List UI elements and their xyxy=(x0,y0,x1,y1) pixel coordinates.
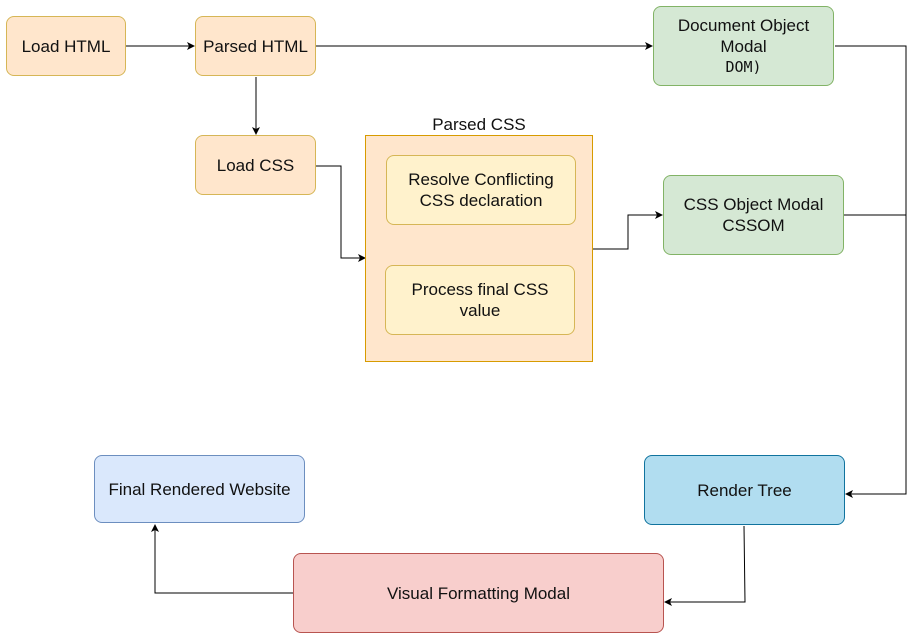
parsed-html-label: Parsed HTML xyxy=(203,36,308,56)
render-tree-label: Render Tree xyxy=(697,480,792,500)
resolve-conflicting-node: Resolve Conflicting CSS declaration xyxy=(386,155,576,225)
process-label-line1: Process final CSS xyxy=(411,280,549,299)
final-website-label: Final Rendered Website xyxy=(108,479,291,499)
dom-label-line1: Document Object xyxy=(677,15,810,35)
load-css-label: Load CSS xyxy=(216,155,295,175)
cssom-node: CSS Object Modal CSSOM xyxy=(663,175,844,255)
load-html-node: Load HTML xyxy=(6,16,126,76)
edge-render-tree-to-visual-formatting xyxy=(664,525,746,606)
resolve-label-line1: Resolve Conflicting xyxy=(408,170,554,189)
cssom-label-line2: CSSOM xyxy=(722,216,785,235)
load-html-label: Load HTML xyxy=(21,36,111,56)
dom-label-line3: DOM) xyxy=(725,57,762,76)
parsed-css-group-label: Parsed CSS xyxy=(432,115,526,134)
dom-node: Document Object Modal DOM) xyxy=(653,6,834,86)
edge-parsed-css-to-cssom xyxy=(593,211,663,250)
render-tree-node: Render Tree xyxy=(644,455,845,525)
edge-visual-formatting-to-final-website xyxy=(151,524,293,594)
load-css-node: Load CSS xyxy=(195,135,316,195)
edge-load-css-to-parsed-css xyxy=(316,165,366,262)
parsed-html-node: Parsed HTML xyxy=(195,16,316,76)
dom-label-line2: Modal xyxy=(720,36,767,56)
visual-formatting-node: Visual Formatting Modal xyxy=(293,553,664,633)
final-rendered-website-node: Final Rendered Website xyxy=(94,455,305,523)
process-label-line2: value xyxy=(459,301,501,320)
edge-dom-to-render-tree xyxy=(835,45,907,498)
resolve-label-line2: CSS declaration xyxy=(419,191,543,210)
visual-formatting-label: Visual Formatting Modal xyxy=(387,583,570,603)
process-final-css-node: Process final CSS value xyxy=(385,265,575,335)
cssom-label-line1: CSS Object Modal xyxy=(683,195,824,214)
